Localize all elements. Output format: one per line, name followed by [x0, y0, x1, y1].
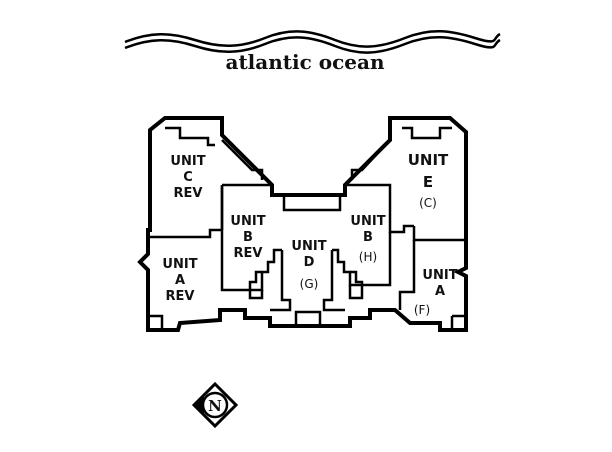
ocean-waves: [124, 30, 501, 54]
compass-letter: N: [208, 397, 222, 415]
svg-text:UNIT: UNIT: [170, 154, 205, 169]
svg-text:UNIT: UNIT: [422, 268, 457, 283]
svg-text:REV: REV: [166, 289, 195, 304]
svg-text:REV: REV: [234, 246, 263, 261]
svg-text:UNIT: UNIT: [350, 214, 385, 229]
building-outline: [137, 116, 468, 332]
unit-b-rev-label: UNIT B REV: [230, 214, 265, 261]
svg-text:(C): (C): [419, 196, 437, 210]
svg-text:(H): (H): [359, 250, 377, 264]
ocean-label: atlantic ocean: [225, 50, 384, 74]
svg-text:UNIT: UNIT: [291, 239, 326, 254]
unit-a-rev-label: UNIT A REV: [162, 257, 197, 304]
unit-e-label: UNIT E (C): [408, 151, 449, 210]
unit-a-label: UNIT A (F): [414, 268, 458, 317]
unit-b-label: UNIT B (H): [350, 214, 385, 264]
svg-text:D: D: [304, 255, 315, 270]
svg-text:UNIT: UNIT: [162, 257, 197, 272]
svg-text:E: E: [423, 173, 433, 191]
svg-text:UNIT: UNIT: [408, 151, 449, 169]
svg-text:REV: REV: [174, 186, 203, 201]
svg-text:A: A: [435, 284, 445, 299]
svg-text:(G): (G): [300, 277, 319, 291]
north-compass-icon: N: [191, 381, 239, 429]
svg-text:B: B: [243, 230, 253, 245]
svg-text:(F): (F): [414, 303, 430, 317]
unit-d-label: UNIT D (G): [291, 239, 326, 291]
svg-text:A: A: [175, 273, 185, 288]
svg-text:UNIT: UNIT: [230, 214, 265, 229]
svg-text:C: C: [183, 170, 193, 185]
svg-text:B: B: [363, 230, 373, 245]
unit-c-rev-label: UNIT C REV: [170, 154, 205, 201]
